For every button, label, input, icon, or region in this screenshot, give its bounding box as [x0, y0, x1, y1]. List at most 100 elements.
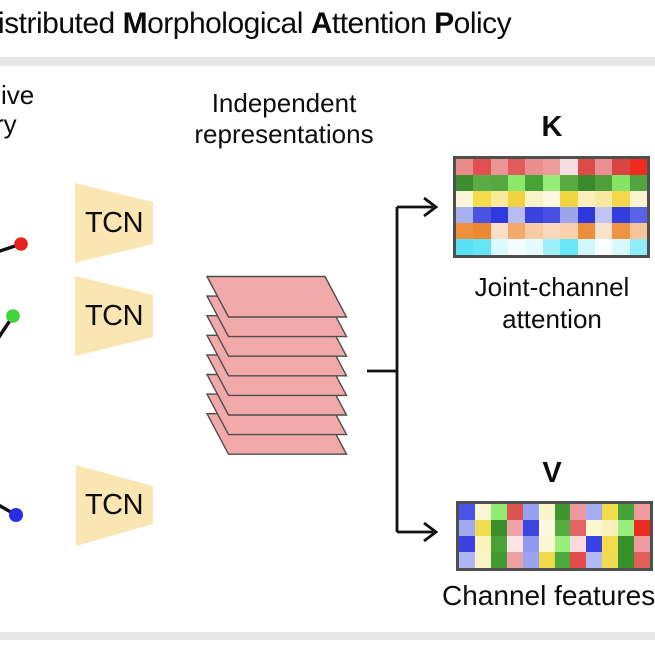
matrix-cell	[629, 207, 647, 223]
tcn-block-label-1: TCN	[84, 207, 144, 239]
matrix-cell	[473, 239, 491, 255]
matrix-cell	[538, 552, 555, 568]
independent-representations-label: Independent representations	[178, 88, 390, 150]
matrix-cell	[506, 520, 523, 536]
matrix-cell	[508, 159, 526, 175]
matrix-cell	[554, 520, 571, 536]
matrix-cell	[542, 223, 561, 239]
matrix-cell	[618, 520, 635, 536]
matrix-cell	[522, 552, 539, 568]
matrix-cell	[612, 207, 630, 223]
matrix-cell	[594, 207, 613, 223]
matrix-cell	[586, 536, 603, 552]
matrix-cell	[570, 536, 587, 552]
matrix-cell	[490, 504, 507, 520]
matrix-cell	[612, 239, 630, 255]
matrix-cell	[473, 159, 491, 175]
matrix-cell	[538, 504, 555, 520]
matrix-cell	[474, 552, 491, 568]
independent-representations-line1: Independent	[211, 88, 357, 118]
matrix-cell	[525, 239, 543, 255]
matrix-cell	[508, 207, 526, 223]
matrix-cell	[560, 175, 578, 191]
tcn-block-label-3: TCN	[84, 489, 144, 521]
sparkline-blue-dot	[9, 508, 23, 522]
matrix-cell	[612, 159, 630, 175]
matrix-cell	[522, 536, 539, 552]
divider-bar-bottom	[0, 632, 655, 640]
matrix-cell	[490, 191, 509, 207]
matrix-cell	[542, 239, 561, 255]
k-matrix	[453, 156, 650, 258]
matrix-cell	[577, 191, 595, 207]
matrix-cell	[634, 504, 650, 520]
matrix-cell	[594, 223, 613, 239]
tcn-shape-2	[75, 276, 153, 356]
v-matrix	[456, 501, 653, 571]
divider-bar-top	[0, 57, 655, 66]
title-part: olicy	[453, 7, 512, 40]
matrix-cell	[473, 191, 491, 207]
matrix-cell	[612, 223, 630, 239]
matrix-cell	[459, 552, 475, 568]
sparkline-green-dot	[6, 309, 20, 323]
channel-features-label: Channel features	[442, 580, 655, 611]
matrix-cell	[594, 175, 613, 191]
matrix-cell	[508, 223, 526, 239]
tcn-shape-1	[75, 183, 153, 263]
joint-channel-attention-line2: attention	[502, 304, 602, 334]
matrix-cell	[490, 207, 509, 223]
title-part: M	[122, 7, 148, 40]
matrix-cell	[490, 175, 509, 191]
title-part: ttention	[331, 7, 435, 40]
matrix-cell	[612, 191, 630, 207]
arrowhead-k	[423, 196, 439, 218]
matrix-cell	[508, 239, 526, 255]
matrix-cell	[456, 223, 474, 239]
sparkline-green	[0, 309, 20, 339]
matrix-cell	[474, 520, 491, 536]
matrix-cell	[629, 239, 647, 255]
matrix-cell	[586, 504, 603, 520]
connector-lines	[367, 196, 439, 543]
sparkline-red-dot	[14, 237, 28, 251]
matrix-cell	[459, 536, 475, 552]
matrix-cell	[560, 159, 578, 175]
matrix-cell	[456, 175, 474, 191]
matrix-cell	[554, 536, 571, 552]
joint-channel-attention-label: Joint-channel attention	[450, 271, 654, 335]
matrix-cell	[542, 159, 561, 175]
matrix-cell	[602, 536, 619, 552]
matrix-cell	[474, 504, 491, 520]
matrix-cell	[525, 207, 543, 223]
matrix-cell	[634, 520, 650, 536]
matrix-cell	[474, 536, 491, 552]
v-matrix-label: V	[542, 457, 562, 489]
matrix-cell	[618, 552, 635, 568]
title-part: orphological	[147, 7, 311, 40]
matrix-cell	[525, 191, 543, 207]
matrix-cell	[506, 536, 523, 552]
matrix-cell	[456, 239, 474, 255]
matrix-cell	[525, 223, 543, 239]
matrix-cell	[577, 239, 595, 255]
title-part: istributed	[0, 7, 123, 40]
k-matrix-label: K	[541, 111, 563, 143]
matrix-cell	[560, 239, 578, 255]
matrix-cell	[629, 191, 647, 207]
matrix-cell	[577, 159, 595, 175]
matrix-cell	[629, 223, 647, 239]
matrix-cell	[490, 223, 509, 239]
matrix-cell	[459, 520, 475, 536]
matrix-cell	[456, 159, 474, 175]
matrix-cell	[459, 504, 475, 520]
matrix-cell	[538, 536, 555, 552]
sparkline-red	[0, 237, 28, 253]
matrix-cell	[577, 207, 595, 223]
left-label-fragment-line2: ry	[0, 109, 17, 139]
matrix-cell	[490, 520, 507, 536]
matrix-cell	[594, 239, 613, 255]
matrix-cell	[490, 536, 507, 552]
matrix-cell	[602, 520, 619, 536]
